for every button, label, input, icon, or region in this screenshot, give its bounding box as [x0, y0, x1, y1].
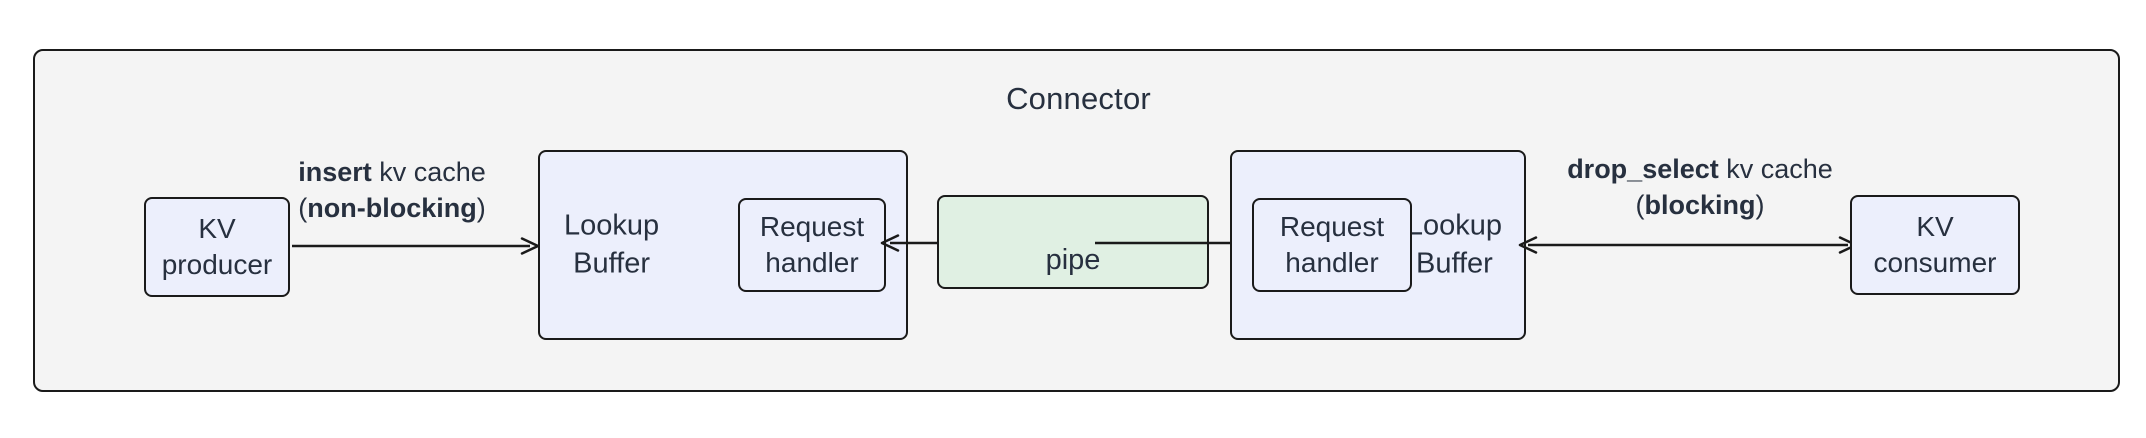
request-handler-right-node[interactable]: Request handler	[1252, 198, 1412, 292]
insert-edge-label: insert kv cache (non-blocking)	[262, 155, 522, 226]
pipe-label: pipe	[1045, 243, 1101, 276]
kv-producer-node[interactable]: KV producer	[144, 197, 290, 297]
drop-select-label-paren-open: (	[1635, 189, 1645, 220]
insert-label-paren-open: (	[298, 192, 308, 223]
kv-producer-label-line1: KV	[198, 213, 236, 245]
insert-label-bold: insert	[298, 157, 372, 187]
request-handler-right-line1: Request	[1279, 210, 1385, 242]
kv-producer-label-line2: producer	[161, 249, 273, 280]
pipe-node[interactable]: pipe	[937, 195, 1209, 289]
request-handler-left-line1: Request	[759, 210, 865, 242]
request-handler-left-node[interactable]: Request handler	[738, 198, 886, 292]
insert-label-paren-close: )	[476, 192, 486, 223]
drop-select-edge-label: drop_select kv cache (blocking)	[1540, 152, 1860, 223]
kv-consumer-node[interactable]: KV consumer	[1850, 195, 2020, 295]
drop-select-label-rest: kv cache	[1718, 154, 1833, 184]
kv-consumer-label-line2: consumer	[1873, 247, 1997, 278]
insert-label-mode: non-blocking	[307, 192, 477, 223]
request-handler-left-line2: handler	[765, 247, 859, 278]
drop-select-label-bold: drop_select	[1567, 154, 1719, 184]
lookup-buffer-left-label: Lookup Buffer	[564, 207, 659, 282]
lookup-buffer-left-line2: Buffer	[573, 247, 650, 279]
lookup-buffer-right-label: Lookup Buffer	[1407, 207, 1502, 282]
lookup-buffer-right-line1: Lookup	[1406, 209, 1502, 242]
drop-select-label-paren-close: )	[1755, 189, 1765, 220]
request-handler-right-line2: handler	[1285, 247, 1379, 278]
drop-select-label-mode: blocking	[1644, 189, 1756, 220]
lookup-buffer-left-line1: Lookup	[564, 209, 660, 242]
kv-consumer-label-line1: KV	[1916, 211, 1954, 243]
lookup-buffer-right-line2: Buffer	[1415, 247, 1493, 279]
insert-label-rest: kv cache	[371, 157, 486, 187]
connector-title: Connector	[1006, 81, 1151, 116]
